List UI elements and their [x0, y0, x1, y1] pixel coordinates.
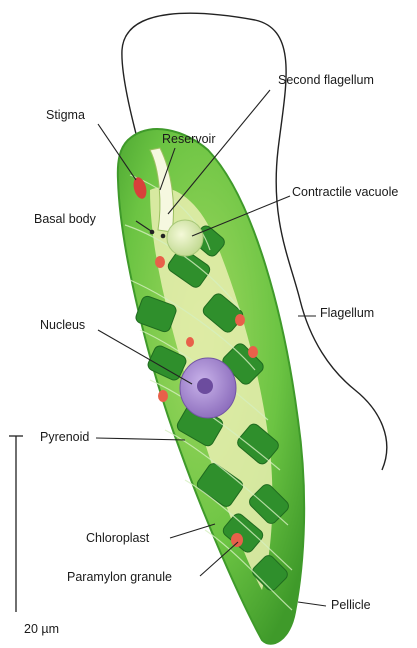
label-stigma: Stigma	[46, 108, 85, 123]
contractile-vacuole	[167, 220, 203, 256]
paramylon-granule	[231, 533, 243, 547]
basal-body	[161, 234, 166, 239]
label-chloroplast: Chloroplast	[86, 531, 149, 546]
paramylon-granule	[235, 314, 245, 326]
label-reservoir: Reservoir	[162, 132, 216, 147]
scale-bar	[9, 436, 23, 612]
scale-bar-label: 20 µm	[24, 622, 59, 637]
paramylon-granule	[158, 390, 168, 402]
leader-pellicle	[298, 602, 326, 606]
label-paramylon-granule: Paramylon granule	[67, 570, 172, 585]
nucleolus	[197, 378, 213, 394]
label-pyrenoid: Pyrenoid	[40, 430, 89, 445]
label-nucleus: Nucleus	[40, 318, 85, 333]
label-flagellum: Flagellum	[320, 306, 374, 321]
leader-pyrenoid	[96, 438, 185, 440]
label-basal-body: Basal body	[34, 212, 96, 227]
leader-chloroplast	[170, 524, 215, 538]
paramylon-granule	[155, 256, 165, 268]
paramylon-granule	[248, 346, 258, 358]
paramylon-granule	[186, 337, 194, 347]
label-pellicle: Pellicle	[331, 598, 371, 613]
label-contractile-vacuole: Contractile vacuole	[292, 185, 398, 200]
label-second-flagellum: Second flagellum	[278, 73, 374, 88]
